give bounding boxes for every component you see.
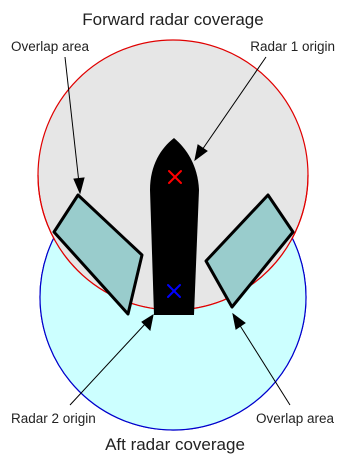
forward-coverage-title: Forward radar coverage [82,10,263,29]
overlap-area-label-top: Overlap area [11,39,90,54]
radar1-origin-label: Radar 1 origin [250,39,335,54]
ship-silhouette [150,138,199,315]
overlap-area-label-bottom: Overlap area [256,411,335,426]
aft-coverage-title: Aft radar coverage [105,435,245,454]
radar2-origin-label: Radar 2 origin [11,411,96,426]
